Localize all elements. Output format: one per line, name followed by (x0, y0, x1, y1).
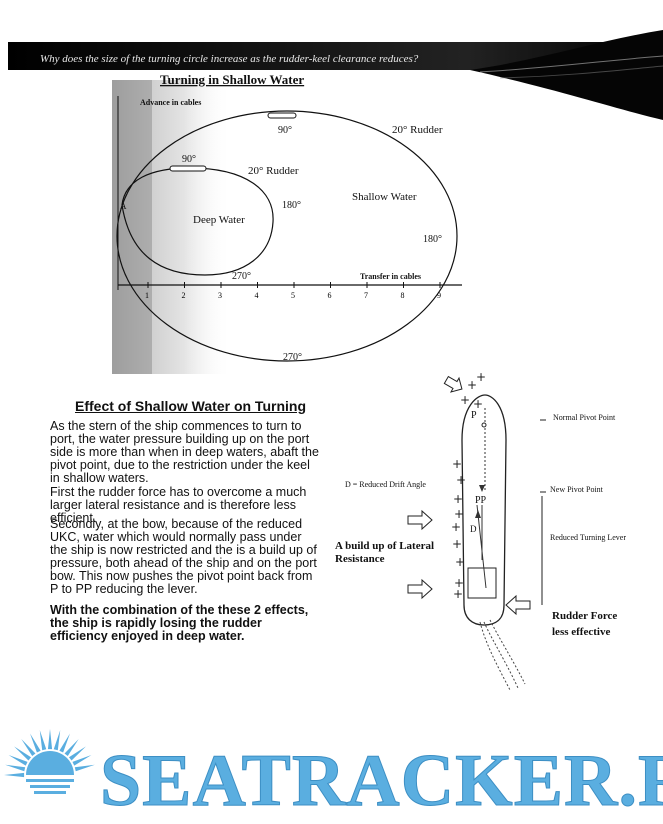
pressure-arrow-icon (407, 578, 433, 600)
plus-sign: + (476, 370, 486, 384)
pressure-arrow-icon (443, 375, 463, 393)
pp-label: PP (475, 495, 487, 506)
diagram-title: Turning in Shallow Water (160, 72, 304, 87)
x-tick-label: 9 (437, 291, 441, 300)
wake (489, 619, 526, 685)
x-ticks: 1 2 3 4 5 6 7 8 9 (145, 282, 441, 300)
outer-rudder-label: 20° Rudder (392, 124, 443, 136)
shallow-water-label: Shallow Water (352, 191, 417, 203)
outer-180-label: 180° (423, 234, 442, 245)
diagram-shading (112, 80, 232, 374)
pivot-point-marker (481, 422, 487, 428)
arrow-down-icon (479, 485, 485, 492)
plus-sign: + (452, 537, 462, 551)
ship-diagram: P PP D +++++++++++++ (407, 370, 546, 691)
plus-sign: + (456, 473, 466, 487)
plus-sign: + (453, 587, 463, 601)
x-tick-label: 4 (255, 291, 259, 300)
plus-sign: + (453, 492, 463, 506)
ship-icon (267, 112, 297, 119)
sun-wave (34, 791, 66, 794)
x-tick-label: 8 (401, 291, 405, 300)
sun-ray (21, 739, 36, 757)
sun-wave (30, 785, 70, 788)
effect-paragraph-2: First the rudder force has to overcome a… (50, 485, 307, 525)
effect-paragraph-3: Secondly, at the bow, because of the red… (50, 517, 317, 596)
rudder-force-label: Rudder Force less effective (552, 610, 618, 638)
ship-icon (169, 165, 207, 172)
ship-deckhouse (467, 567, 497, 599)
deep-water-circle (121, 167, 274, 276)
plus-sign: + (455, 555, 465, 569)
x-tick-label: 3 (218, 291, 222, 300)
reduced-lever-label: Reduced Turning Lever (550, 533, 626, 542)
wake (483, 621, 519, 689)
sun-ray (39, 730, 47, 751)
outer-270-label: 270° (283, 352, 302, 363)
sun-ray (47, 729, 53, 750)
inner-270-label: 270° (232, 271, 251, 282)
wake (479, 621, 511, 691)
sun-disc (26, 751, 74, 775)
sun-ray (53, 730, 61, 751)
lateral-resistance-label: A build up of Lateral Resistance (335, 540, 435, 565)
plus-sign: + (473, 397, 483, 411)
footer-logo-text: SEATRACKER.RU (100, 740, 663, 822)
effect-heading: Effect of Shallow Water on Turning (75, 398, 306, 414)
plus-sign: + (467, 378, 477, 392)
sun-ray (64, 739, 79, 757)
inner-180-label: 180° (282, 200, 301, 211)
title-banner: Why does the size of the turning circle … (8, 30, 663, 120)
x-tick-label: 1 (145, 291, 149, 300)
plus-sign: + (451, 520, 461, 534)
p-label: P (471, 410, 477, 421)
sun-ray (74, 764, 95, 772)
y-axis-label: Advance in cables (140, 98, 201, 107)
pressure-arrow-icon (407, 509, 433, 531)
x-axis-label: Transfer in cables (360, 272, 421, 281)
banner-question: Why does the size of the turning circle … (40, 53, 419, 65)
x-tick-label: 2 (182, 291, 186, 300)
drift-angle-label: D = Reduced Drift Angle (345, 480, 426, 489)
d-label: D (470, 524, 477, 534)
sun-ray (5, 764, 26, 772)
ship-hull (461, 394, 507, 626)
sun-ray (72, 755, 92, 766)
pressure-plus-signs: +++++++++++++ (451, 370, 486, 601)
sun-ray (14, 746, 32, 761)
plus-sign: + (460, 393, 470, 407)
turning-diagram: Turning in Shallow Water Advance in cabl… (116, 72, 462, 363)
effect-paragraph-1: As the stern of the ship commences to tu… (50, 419, 319, 485)
sun-ray (59, 733, 70, 753)
rudder-force-arrow-icon (505, 594, 531, 616)
x-tick-label: 7 (364, 291, 368, 300)
deep-water-label: Deep Water (193, 214, 245, 226)
arrow-up-icon (475, 510, 481, 518)
normal-pivot-label: Normal Pivot Point (553, 413, 616, 422)
x-tick-label: 5 (291, 291, 295, 300)
sun-ray (68, 746, 86, 761)
new-pivot-label: New Pivot Point (550, 485, 603, 494)
footer-logo: SEATRACKER.RU (4, 729, 663, 823)
inner-rudder-label: 20° Rudder (248, 165, 299, 177)
plus-sign: + (454, 576, 464, 590)
shallow-water-circle (116, 110, 458, 362)
start-marker: A (120, 201, 127, 211)
sun-wave (26, 779, 74, 782)
sun-ray (4, 772, 25, 778)
effect-paragraph-4: With the combination of the these 2 effe… (50, 603, 309, 643)
plus-sign: + (454, 507, 464, 521)
sun-logo-icon (4, 729, 95, 794)
inner-90-label: 90° (182, 154, 196, 165)
outer-90-label: 90° (278, 125, 292, 136)
sun-ray (30, 733, 41, 753)
plus-sign: + (452, 457, 462, 471)
x-tick-label: 6 (328, 291, 332, 300)
sun-ray (8, 755, 28, 766)
